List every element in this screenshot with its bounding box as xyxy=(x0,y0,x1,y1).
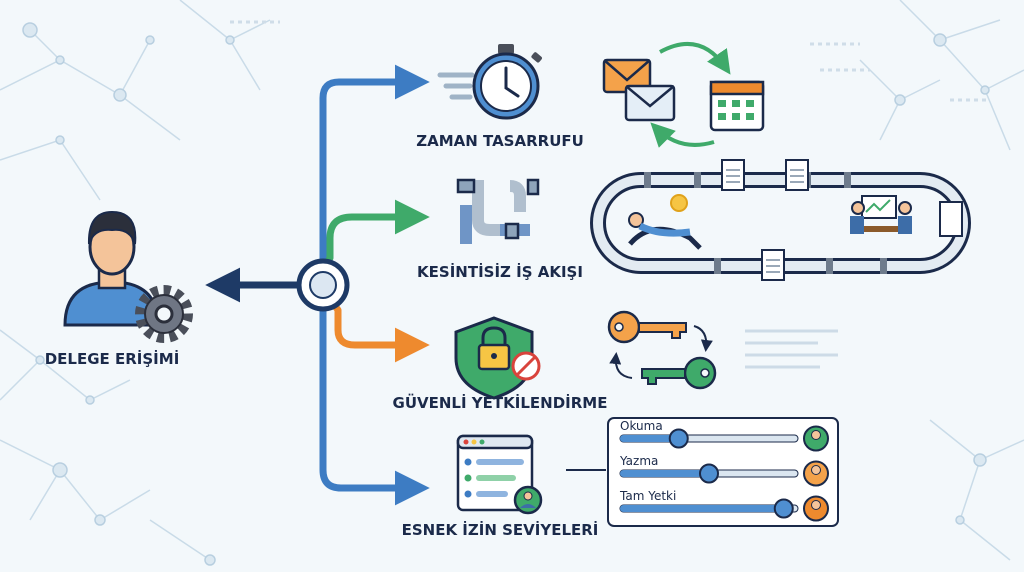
permission-label: Yazma xyxy=(619,454,658,468)
shield-lock-icon xyxy=(454,316,541,400)
slider-fill xyxy=(620,470,709,477)
center-label: DELEGE ERİŞİMİ xyxy=(45,349,180,368)
feature-label-time-saving: ZAMAN TASARRUFU xyxy=(416,132,584,150)
email-calendar-cycle-icon xyxy=(602,42,765,148)
avatar-face xyxy=(811,500,821,510)
avatar-face xyxy=(811,465,821,475)
feature-label-workflow: KESİNTİSİZ İŞ AKIŞI xyxy=(417,262,583,281)
permissions-window-icon xyxy=(456,434,543,515)
slider-thumb[interactable] xyxy=(773,498,794,519)
slider-thumb[interactable] xyxy=(668,428,689,449)
permission-label: Tam Yetki xyxy=(619,489,676,503)
feature-label-flexible-permissions: ESNEK İZİN SEVİYELERİ xyxy=(402,520,599,539)
keys-exchange-icon xyxy=(607,310,838,390)
workflow-conveyor-icon xyxy=(590,159,971,281)
avatar-face xyxy=(811,430,821,440)
pipes-icon xyxy=(456,178,540,244)
user-avatar-icon xyxy=(63,210,160,327)
slider-thumb[interactable] xyxy=(699,463,719,484)
hub-node xyxy=(296,258,350,312)
slider-fill xyxy=(620,505,784,512)
gear-icon xyxy=(135,285,193,343)
stopwatch-icon xyxy=(437,44,542,120)
permission-label: Okuma xyxy=(620,419,663,433)
slider-fill xyxy=(620,435,679,442)
feature-label-secure-authorization: GÜVENLİ YETKİLENDİRME xyxy=(393,393,608,412)
